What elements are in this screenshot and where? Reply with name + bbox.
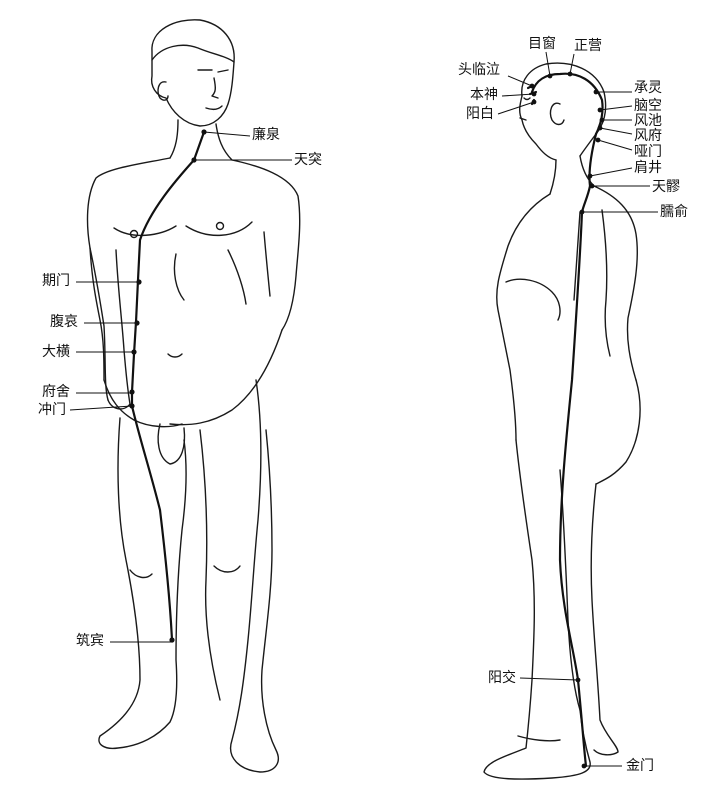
label-qimen: 期门 <box>42 273 70 289</box>
label-zhengying: 正营 <box>574 38 602 54</box>
leader-benshen <box>501 93 535 97</box>
leader-chongmen <box>69 405 133 411</box>
label-zhubin: 筑宾 <box>76 633 104 649</box>
leader-yangbai <box>497 101 535 115</box>
leader-yamen <box>597 139 633 151</box>
label-tiantu: 天突 <box>294 152 322 168</box>
label-benshen: 本神 <box>470 87 498 103</box>
label-fuai: 腹哀 <box>50 314 78 330</box>
front-point-zhubin <box>169 637 175 643</box>
label-yamen: 哑门 <box>634 144 662 160</box>
label-fengfu: 风府 <box>634 128 662 144</box>
leader-naokong <box>599 105 633 111</box>
label-yangbai: 阳白 <box>466 106 494 122</box>
side-meridian-upper-line <box>530 72 604 136</box>
leader-zhengying <box>569 53 575 75</box>
label-daheng: 大横 <box>42 344 70 360</box>
front-meridian-line <box>130 130 206 642</box>
label-toulinqi: 头临泣 <box>458 62 500 78</box>
label-chongmen: 冲门 <box>38 402 66 418</box>
front-figure-outline <box>86 19 301 773</box>
label-naoshu: 臑俞 <box>660 204 688 220</box>
label-jinmen: 金门 <box>626 758 654 774</box>
side-meridian-body-line <box>558 132 598 768</box>
leader-muchuang <box>545 51 551 77</box>
label-tianliao: 天髎 <box>652 179 680 195</box>
leader-lianquan <box>203 131 251 137</box>
leader-fengfu <box>599 127 633 135</box>
leader-jianjing <box>589 167 633 177</box>
front-point-fushe <box>129 389 135 395</box>
label-naokong: 脑空 <box>634 98 662 114</box>
leader-toulinqi <box>507 75 533 87</box>
label-chengling: 承灵 <box>634 80 662 96</box>
label-yangjiao: 阳交 <box>488 670 516 686</box>
label-fushe: 府舍 <box>42 384 70 400</box>
label-lianquan: 廉泉 <box>252 127 280 143</box>
leader-yangjiao <box>519 677 579 681</box>
label-fengchi: 风池 <box>634 113 662 129</box>
label-muchuang: 目窗 <box>528 36 556 52</box>
label-jianjing: 肩井 <box>634 160 662 176</box>
side-figure-outline <box>483 62 641 780</box>
